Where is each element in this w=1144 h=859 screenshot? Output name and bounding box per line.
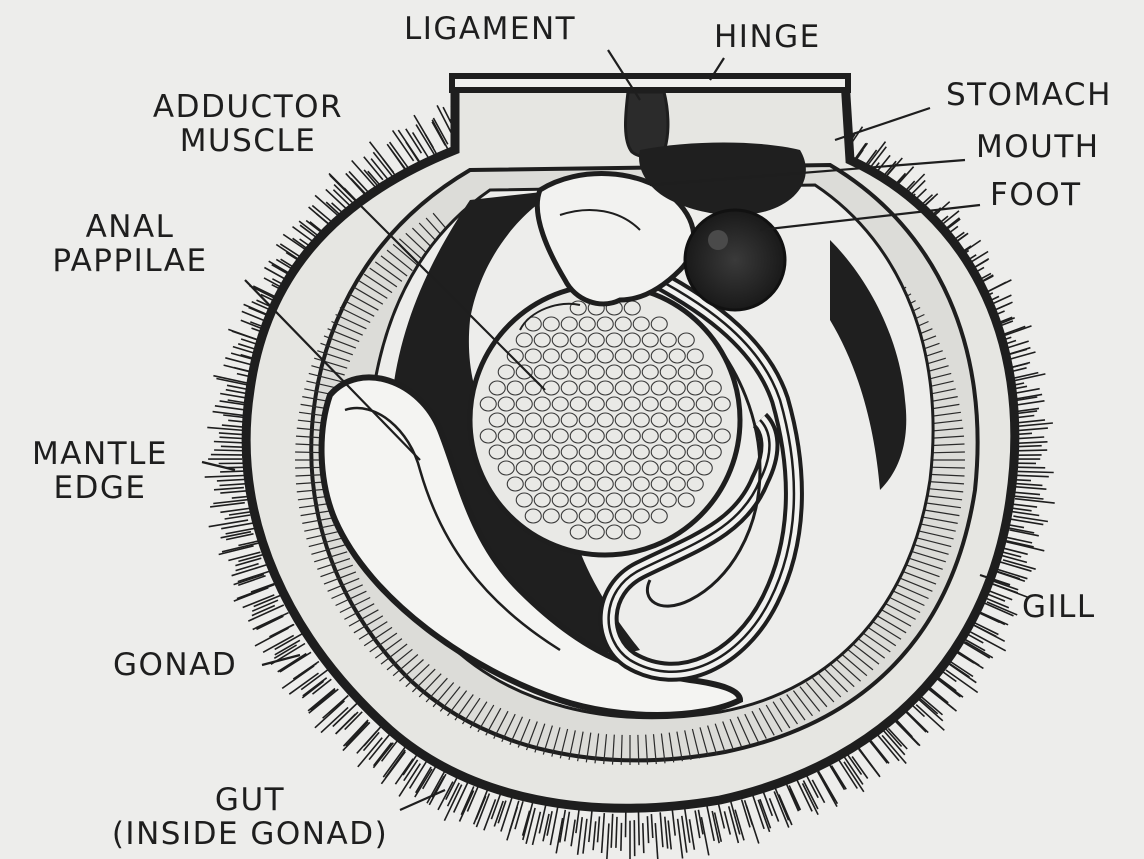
label-ligament: LIGAMENT — [404, 12, 576, 46]
label-anal-pappilae: ANAL PAPPILAE — [20, 210, 240, 278]
label-adductor-line1: ADDUCTOR — [138, 90, 358, 124]
label-mouth: MOUTH — [976, 130, 1100, 164]
digestive-gland — [685, 210, 785, 310]
label-gut-line1: GUT — [100, 783, 400, 817]
label-gill: GILL — [1022, 590, 1096, 624]
label-mantle-line2: EDGE — [0, 471, 200, 505]
label-adductor-line2: MUSCLE — [138, 124, 358, 158]
label-adductor-muscle: ADDUCTOR MUSCLE — [138, 90, 358, 158]
label-foot: FOOT — [990, 178, 1082, 212]
label-gut: GUT (INSIDE GONAD) — [100, 783, 400, 851]
label-anal-line1: ANAL — [20, 210, 240, 244]
label-anal-line2: PAPPILAE — [20, 244, 240, 278]
label-mantle-edge: MANTLE EDGE — [0, 437, 200, 505]
label-stomach: STOMACH — [946, 78, 1112, 112]
hinge-plate — [452, 76, 848, 90]
label-gut-line2: (INSIDE GONAD) — [100, 817, 400, 851]
digestive-gland-highlight — [708, 230, 728, 250]
label-hinge: HINGE — [714, 20, 821, 54]
label-mantle-line1: MANTLE — [0, 437, 200, 471]
label-gonad: GONAD — [113, 648, 237, 682]
adductor-muscle — [470, 285, 740, 555]
